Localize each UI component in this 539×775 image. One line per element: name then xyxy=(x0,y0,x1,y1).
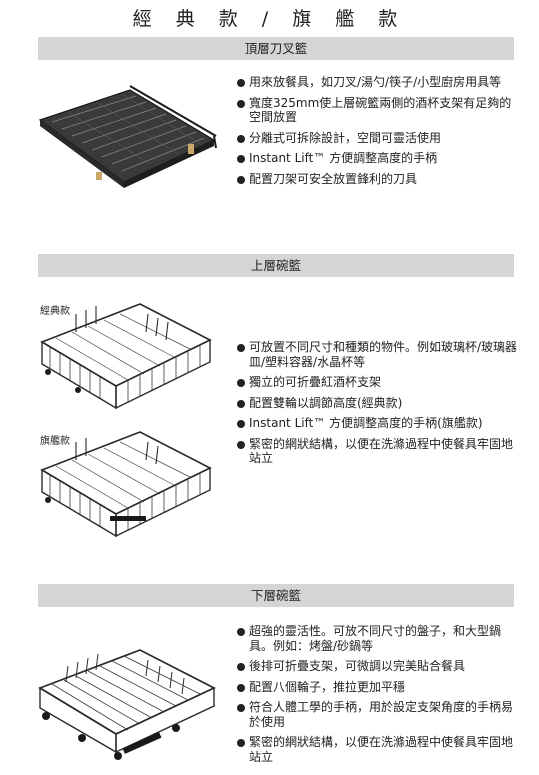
list-item: 寬度325mm使上層碗籃兩側的酒杯支架有足夠的空間放置 xyxy=(237,96,519,125)
list-item: 配置八個輪子，推拉更加平穩 xyxy=(237,680,519,695)
upper-basket-classic-icon xyxy=(36,292,214,412)
variant-label-classic: 經典款 xyxy=(40,306,70,317)
list-item: 可放置不同尺寸和種類的物件。例如玻璃杯/玻璃器皿/塑料容器/水晶杯等 xyxy=(237,340,519,369)
upper-basket-flagship-icon xyxy=(36,420,214,540)
list-item: Instant Lift™ 方便調整高度的手柄 xyxy=(237,151,519,166)
list-item: 超強的靈活性。可放不同尺寸的盤子，和大型鍋具。例如：烤盤/砂鍋等 xyxy=(237,624,519,653)
cutlery-tray-features: 用來放餐具，如刀叉/湯勺/筷子/小型廚房用具等 寬度325mm使上層碗籃兩側的酒… xyxy=(237,75,519,192)
section-heading-cutlery-tray: 頂層刀叉籃 xyxy=(38,37,514,60)
lower-basket-features: 超強的靈活性。可放不同尺寸的盤子，和大型鍋具。例如：烤盤/砂鍋等 後排可折疊支架… xyxy=(237,624,519,770)
list-item: 緊密的網狀結構，以便在洗滌過程中使餐具牢固地站立 xyxy=(237,437,519,466)
list-item: 符合人體工學的手柄，用於設定支架角度的手柄易於使用 xyxy=(237,700,519,729)
lower-basket-icon xyxy=(36,636,218,760)
list-item: 配置刀架可安全放置鋒利的刀具 xyxy=(237,172,519,187)
list-item: 配置雙輪以調節高度(經典款) xyxy=(237,396,519,411)
variant-label-flagship: 旗艦款 xyxy=(40,436,70,447)
list-item: Instant Lift™ 方便調整高度的手柄(旗艦款) xyxy=(237,416,519,431)
cutlery-tray-icon xyxy=(38,82,218,192)
list-item: 緊密的網狀結構，以便在洗滌過程中使餐具牢固地站立 xyxy=(237,735,519,764)
page-title: 經 典 款 / 旗 艦 款 xyxy=(132,8,407,30)
section-heading-upper-basket: 上層碗籃 xyxy=(38,254,514,277)
section-heading-lower-basket: 下層碗籃 xyxy=(38,584,514,607)
list-item: 用來放餐具，如刀叉/湯勺/筷子/小型廚房用具等 xyxy=(237,75,519,90)
upper-basket-features: 可放置不同尺寸和種類的物件。例如玻璃杯/玻璃器皿/塑料容器/水晶杯等 獨立的可折… xyxy=(237,340,519,472)
list-item: 後排可折疊支架，可微調以完美貼合餐具 xyxy=(237,659,519,674)
list-item: 獨立的可折疊紅酒杯支架 xyxy=(237,375,519,390)
list-item: 分離式可拆除設計，空間可靈活使用 xyxy=(237,131,519,146)
